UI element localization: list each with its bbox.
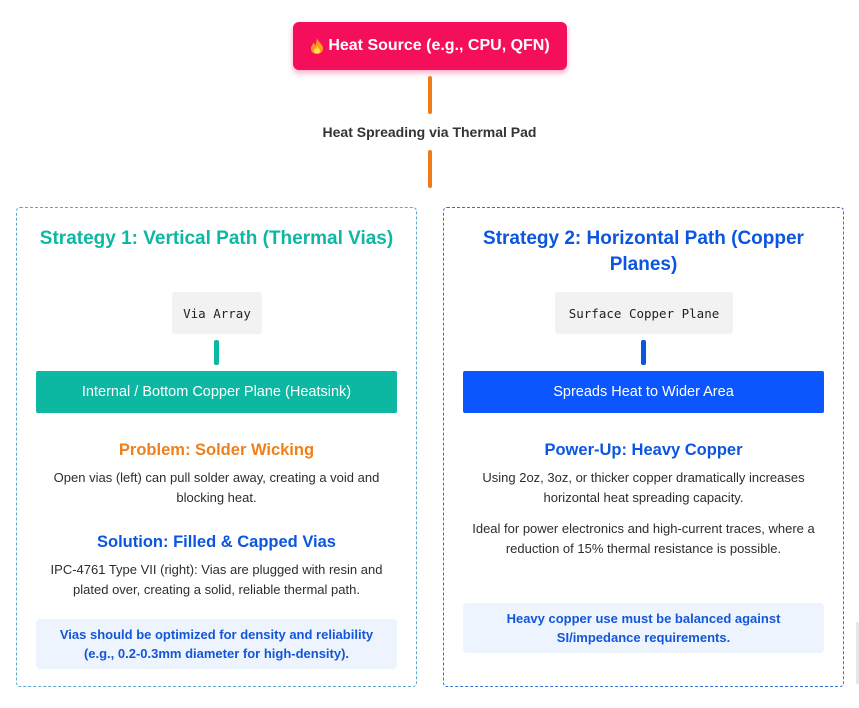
problem-text: Open vias (left) can pull solder away, c…	[53, 470, 380, 505]
strategy1-title: Strategy 1: Vertical Path (Thermal Vias)	[39, 228, 394, 249]
strategy2-note: Heavy copper use must be balanced agains…	[463, 603, 824, 653]
powerup-text: Using 2oz, 3oz, or thicker copper dramat…	[482, 470, 805, 505]
connector-label: Heat Spreading via Thermal Pad	[322, 124, 537, 140]
connector-line-bottom	[428, 150, 432, 188]
surface-copper-label: Surface Copper Plane	[555, 292, 733, 334]
heatsink-plane-box: Internal / Bottom Copper Plane (Heatsink…	[36, 371, 397, 413]
spread-heat-box: Spreads Heat to Wider Area	[463, 371, 824, 413]
solution-text: IPC-4761 Type VII (right): Vias are plug…	[50, 562, 383, 597]
via-array-label: Via Array	[172, 292, 262, 334]
strategy2-connector	[641, 340, 646, 365]
fire-icon	[310, 38, 324, 54]
strategy1-panel: Strategy 1: Vertical Path (Thermal Vias)…	[16, 207, 417, 687]
scroll-edge	[856, 622, 859, 684]
strategy1-connector	[214, 340, 219, 365]
ideal-text: Ideal for power electronics and high-cur…	[472, 521, 815, 556]
powerup-title: Power-Up: Heavy Copper	[544, 441, 743, 459]
heat-source-label: Heat Source (e.g., CPU, QFN)	[328, 37, 550, 54]
connector-line-top	[428, 76, 432, 114]
problem-title: Problem: Solder Wicking	[118, 441, 315, 459]
heat-source-box: Heat Source (e.g., CPU, QFN)	[293, 22, 567, 70]
strategy2-panel: Strategy 2: Horizontal Path (Copper Plan…	[443, 207, 844, 687]
strategy1-note: Vias should be optimized for density and…	[36, 619, 397, 669]
solution-title: Solution: Filled & Capped Vias	[97, 533, 336, 551]
strategy2-title: Strategy 2: Horizontal Path (Copper Plan…	[483, 228, 804, 275]
